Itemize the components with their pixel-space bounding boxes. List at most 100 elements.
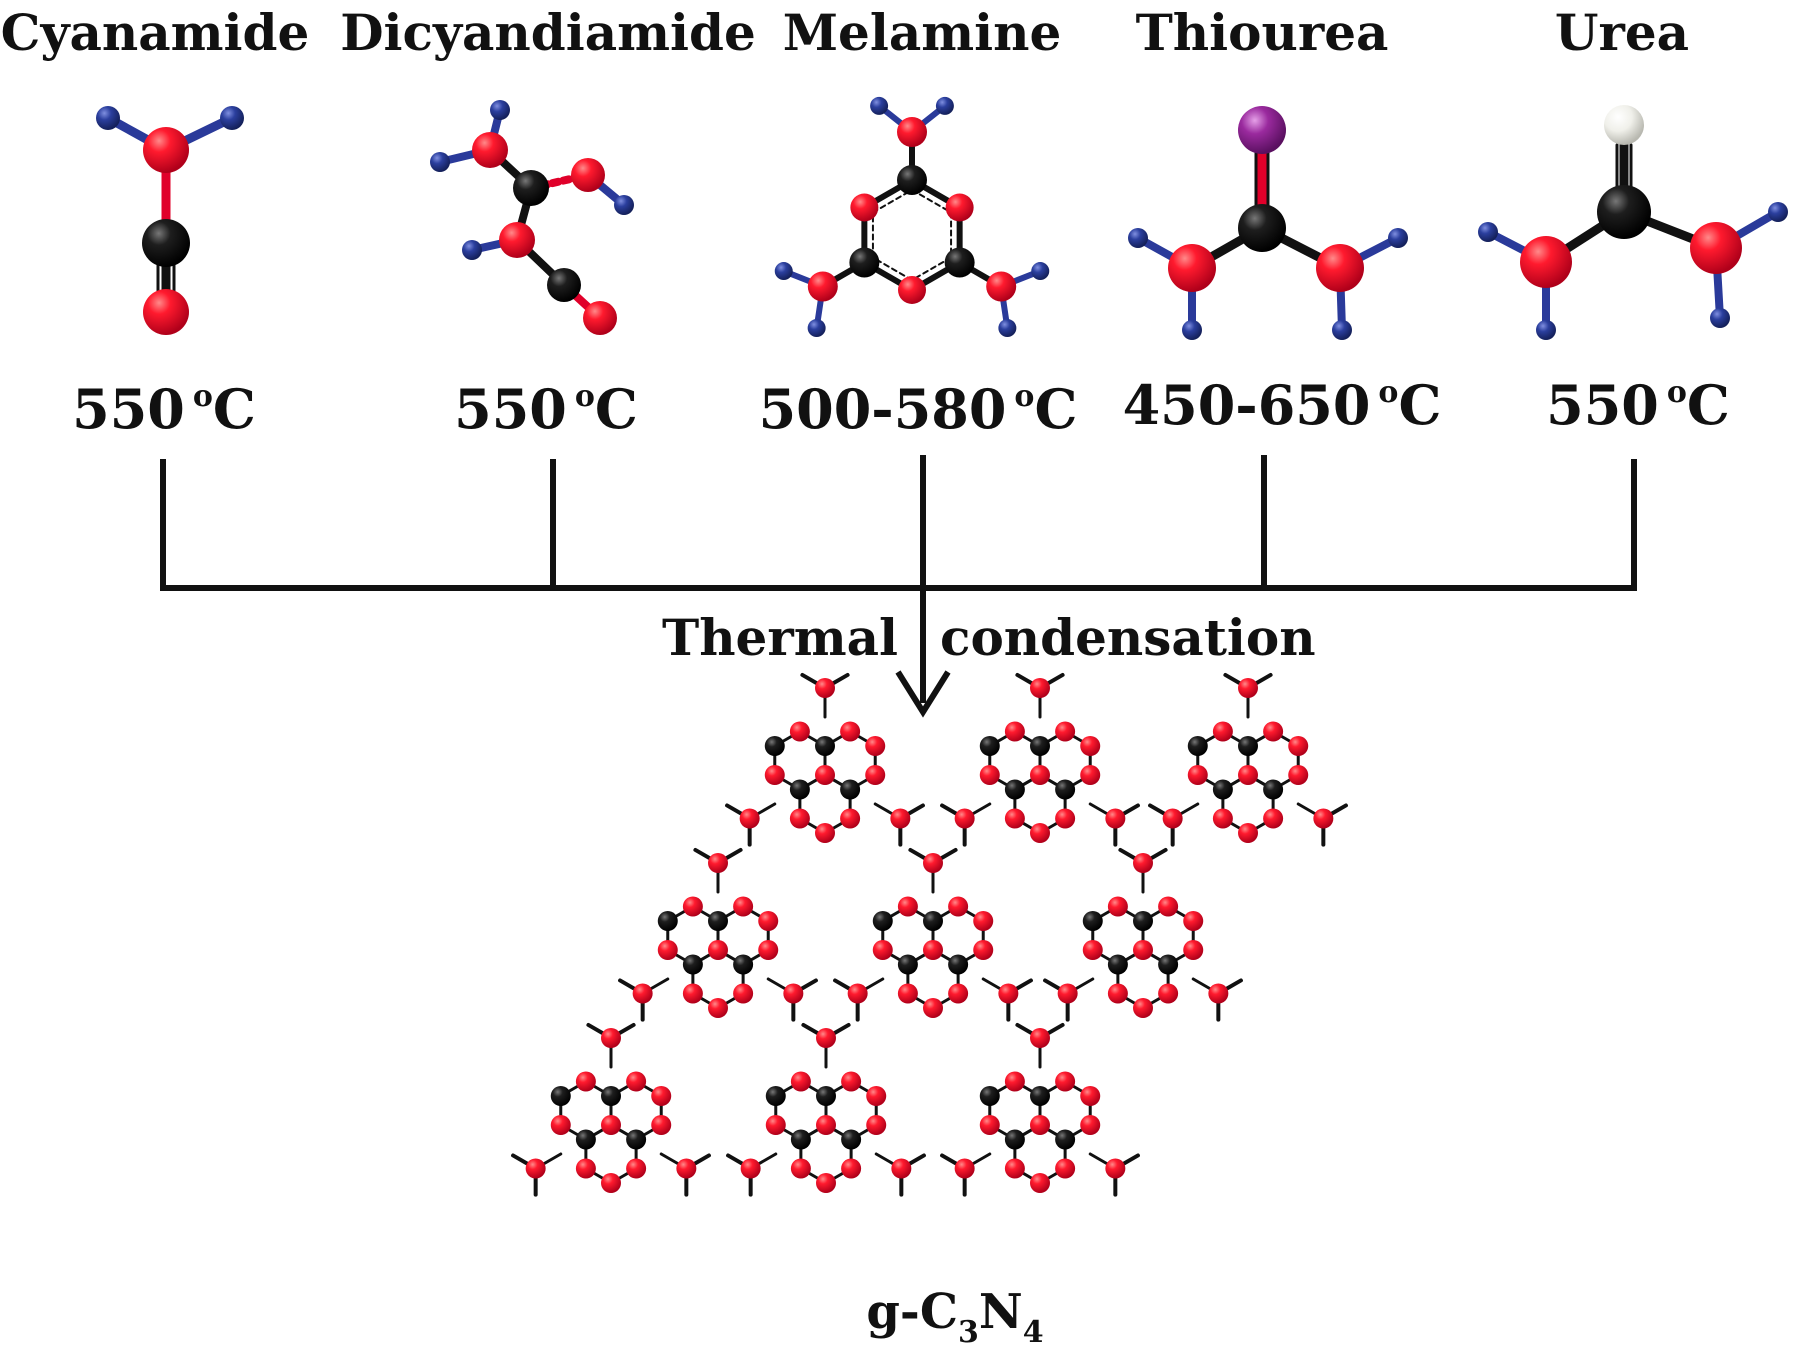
product-subscript-3: 3	[958, 1315, 979, 1350]
nitrogen-atom	[571, 158, 605, 192]
network-nitrogen-atom	[1004, 721, 1025, 742]
network-nitrogen-atom	[708, 998, 728, 1018]
network-nitrogen-atom	[866, 1086, 887, 1106]
network-carbon-atom	[601, 1086, 621, 1106]
network-nitrogen-atom	[601, 1115, 621, 1135]
network-nitrogen-atom	[897, 896, 918, 917]
network-nitrogen-atom	[1133, 853, 1153, 873]
network-nitrogen-atom	[632, 983, 653, 1004]
hydrogen-atom	[998, 319, 1017, 338]
network-nitrogen-atom	[733, 983, 754, 1004]
precursor-name-cyanamide: Cyanamide	[1, 3, 310, 62]
urea-molecule	[1478, 105, 1788, 340]
network-carbon-atom	[789, 779, 810, 800]
network-carbon-atom	[765, 1086, 786, 1106]
network-carbon-atom	[1238, 736, 1258, 756]
connector-tree	[160, 455, 1637, 718]
network-nitrogen-atom	[1082, 940, 1103, 960]
network-nitrogen-atom	[1055, 808, 1076, 829]
hydrogen-atom	[220, 106, 244, 130]
network-nitrogen-atom	[1057, 983, 1078, 1004]
network-nitrogen-atom	[1004, 1158, 1025, 1179]
network-nitrogen-atom	[790, 1158, 811, 1179]
temperature-unit: C	[213, 377, 256, 441]
nitrogen-atom	[1690, 222, 1742, 274]
network-nitrogen-atom	[758, 940, 779, 960]
network-carbon-atom	[816, 1086, 836, 1106]
network-nitrogen-atom	[865, 765, 886, 785]
network-nitrogen-atom	[626, 1158, 647, 1179]
temperature-value: 550	[72, 377, 185, 441]
network-nitrogen-atom	[1055, 1158, 1076, 1179]
network-nitrogen-atom	[1030, 1173, 1050, 1193]
cyanamide-molecule	[96, 106, 244, 335]
network-nitrogen-atom	[1055, 1071, 1076, 1092]
network-nitrogen-atom	[866, 1115, 887, 1135]
hydrogen-atom	[614, 195, 634, 215]
hydrogen-atom	[96, 106, 120, 130]
hydrogen-atom	[774, 262, 793, 281]
network-nitrogen-atom	[815, 678, 835, 698]
network-nitrogen-atom	[1030, 823, 1050, 843]
network-nitrogen-atom	[550, 1115, 571, 1135]
carbon-atom	[1238, 204, 1286, 252]
network-nitrogen-atom	[601, 1173, 621, 1193]
precursor-name-dicyandiamide: Dicyandiamide	[340, 3, 756, 62]
network-carbon-atom	[1030, 1086, 1050, 1106]
product-nitrogen: N	[979, 1284, 1023, 1340]
network-nitrogen-atom	[1158, 896, 1179, 917]
network-nitrogen-atom	[815, 823, 835, 843]
network-nitrogen-atom	[973, 940, 994, 960]
network-nitrogen-atom	[525, 1158, 546, 1179]
network-nitrogen-atom	[1105, 808, 1126, 829]
network-nitrogen-atom	[682, 896, 703, 917]
temperature-value: 550	[454, 377, 567, 441]
nitrogen-atom	[472, 132, 508, 168]
network-nitrogen-atom	[1187, 765, 1208, 785]
degree-mark: o	[1667, 375, 1687, 410]
network-nitrogen-atom	[816, 1115, 836, 1135]
arrow-head	[895, 670, 951, 718]
network-carbon-atom	[733, 954, 754, 975]
network-nitrogen-atom	[840, 721, 861, 742]
hydrogen-atom	[1031, 262, 1050, 281]
network-carbon-atom	[979, 1086, 1000, 1106]
network-nitrogen-atom	[1080, 1086, 1101, 1106]
hydrogen-atom	[935, 96, 954, 115]
chemical-bond	[911, 256, 953, 282]
network-nitrogen-atom	[1263, 721, 1284, 742]
network-carbon-atom	[1187, 736, 1208, 756]
hydrogen-atom	[1536, 320, 1556, 340]
hydrogen-atom	[870, 96, 889, 115]
temperature-value: 450-650	[1123, 373, 1371, 437]
network-nitrogen-atom	[865, 736, 886, 756]
network-carbon-atom	[1004, 1129, 1025, 1150]
network-carbon-atom	[708, 911, 728, 931]
temperature-value: 550	[1546, 373, 1659, 437]
sulfur-atom	[1238, 106, 1286, 154]
network-carbon-atom	[682, 954, 703, 975]
network-carbon-atom	[1055, 1129, 1076, 1150]
precursor-name-urea: Urea	[1555, 3, 1689, 62]
network-nitrogen-atom	[601, 1028, 621, 1048]
network-carbon-atom	[1082, 911, 1103, 931]
hydrogen-atom	[430, 152, 450, 172]
network-nitrogen-atom	[575, 1158, 596, 1179]
network-carbon-atom	[626, 1129, 647, 1150]
precursor-name-melamine: Melamine	[783, 3, 1062, 62]
carbon-atom	[547, 268, 581, 302]
hydrogen-atom	[1478, 222, 1498, 242]
network-nitrogen-atom	[651, 1086, 672, 1106]
network-nitrogen-atom	[891, 1158, 912, 1179]
network-nitrogen-atom	[1107, 983, 1128, 1004]
carbon-atom	[897, 165, 927, 195]
network-carbon-atom	[1158, 954, 1179, 975]
temperature-unit: C	[1034, 377, 1077, 441]
network-carbon-atom	[948, 954, 969, 975]
network-nitrogen-atom	[948, 983, 969, 1004]
network-nitrogen-atom	[1158, 983, 1179, 1004]
network-carbon-atom	[1004, 779, 1025, 800]
network-nitrogen-atom	[1162, 808, 1183, 829]
